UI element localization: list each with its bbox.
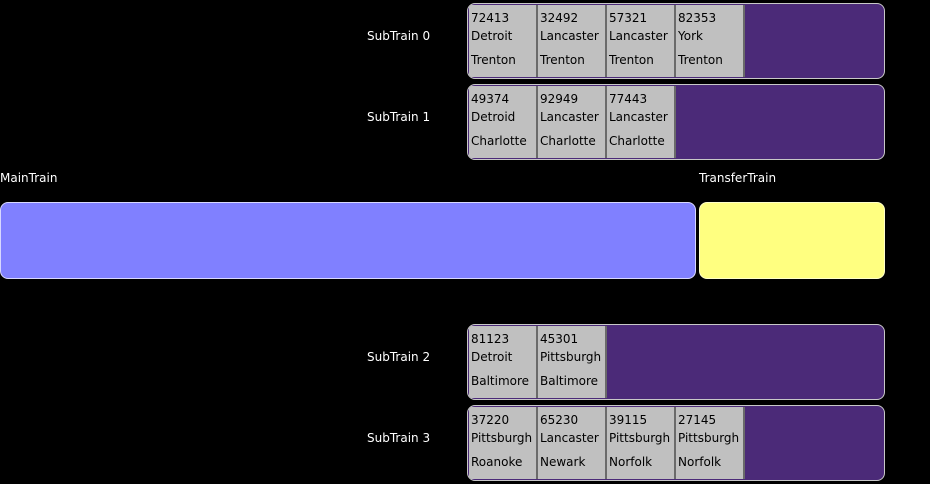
car-id: 57321 xyxy=(609,11,648,25)
car-destination: Norfolk xyxy=(609,455,653,469)
car-origin: Detroid xyxy=(471,110,516,124)
car-id: 27145 xyxy=(678,413,717,427)
subtrain-2-label: SubTrain 2 xyxy=(367,350,431,364)
car-id: 92949 xyxy=(540,92,579,106)
car-id: 39115 xyxy=(609,413,648,427)
car-origin: Pittsburgh xyxy=(540,350,602,364)
car-origin: Pittsburgh xyxy=(609,431,671,445)
transfer-train-label: TransferTrain xyxy=(699,171,777,185)
car-destination: Trenton xyxy=(471,53,516,67)
car-destination: Norfolk xyxy=(678,455,722,469)
transfer-train-track[interactable] xyxy=(699,202,885,279)
car-id: 65230 xyxy=(540,413,579,427)
main-train-track[interactable] xyxy=(0,202,696,279)
car-id: 32492 xyxy=(540,11,579,25)
car-id: 45301 xyxy=(540,332,579,346)
car-origin: Detroit xyxy=(471,29,513,43)
car-origin: Pittsburgh xyxy=(678,431,740,445)
car-id: 37220 xyxy=(471,413,510,427)
car-origin: Lancaster xyxy=(609,29,668,43)
car-destination: Baltimore xyxy=(540,374,599,388)
car-id: 49374 xyxy=(471,92,510,106)
car-origin: Lancaster xyxy=(540,110,599,124)
car-destination: Roanoke xyxy=(471,455,523,469)
car-destination: Trenton xyxy=(609,53,654,67)
car-destination: Trenton xyxy=(678,53,723,67)
subtrain-1-label: SubTrain 1 xyxy=(367,110,431,124)
car-destination: Charlotte xyxy=(471,134,527,148)
subtrain-0-label: SubTrain 0 xyxy=(367,29,431,43)
car-origin: Lancaster xyxy=(609,110,668,124)
car-id: 72413 xyxy=(471,11,510,25)
car-destination: Charlotte xyxy=(540,134,596,148)
car-destination: Newark xyxy=(540,455,586,469)
car-id: 81123 xyxy=(471,332,510,346)
car-destination: Charlotte xyxy=(609,134,665,148)
subtrain-3-label: SubTrain 3 xyxy=(367,431,431,445)
car-origin: Pittsburgh xyxy=(471,431,533,445)
car-origin: Lancaster xyxy=(540,29,599,43)
car-origin: Detroit xyxy=(471,350,513,364)
main-train-label: MainTrain xyxy=(0,171,58,185)
car-origin: Lancaster xyxy=(540,431,599,445)
car-destination: Trenton xyxy=(540,53,585,67)
car-destination: Baltimore xyxy=(471,374,530,388)
car-id: 82353 xyxy=(678,11,717,25)
car-origin: York xyxy=(678,29,703,43)
car-id: 77443 xyxy=(609,92,648,106)
